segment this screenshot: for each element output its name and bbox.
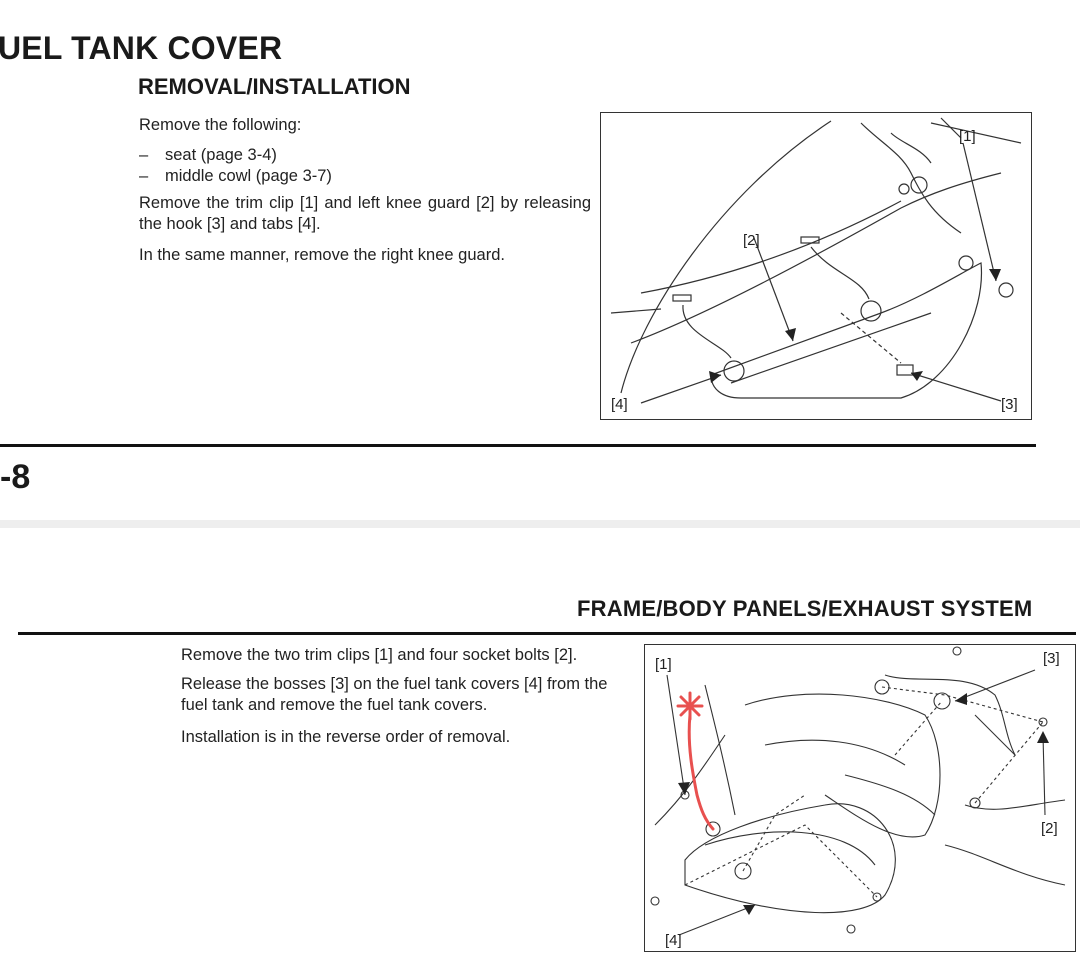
list-item-text: seat (page 3-4) — [165, 146, 277, 164]
callout-4: [4] — [665, 932, 682, 949]
knee-guard-diagram: [1] [2] [3] [4] — [610, 117, 1022, 413]
lower-manual-page — [0, 528, 1080, 956]
callout-2: [2] — [1041, 820, 1058, 837]
callout-4: [4] — [611, 396, 628, 413]
section-header: FRAME/BODY PANELS/EXHAUST SYSTEM — [577, 596, 1033, 621]
list-item: –middle cowl (page 3-7) — [139, 166, 332, 187]
red-annotation-mark — [676, 691, 715, 831]
page-rule — [0, 444, 1036, 447]
chapter-title: UEL TANK COVER — [0, 30, 283, 66]
knee-guard-figure: [1] [2] [3] [4] — [600, 112, 1032, 420]
callout-1: [1] — [959, 128, 976, 145]
fuel-tank-cover-figure: [1] [2] [3] [4] — [644, 644, 1076, 952]
removal-list: –seat (page 3-4) –middle cowl (page 3-7) — [139, 145, 332, 187]
instruction-paragraph: Release the bosses [3] on the fuel tank … — [181, 675, 608, 714]
instruction-paragraph: In the same manner, remove the right kne… — [139, 246, 505, 264]
callout-1: [1] — [655, 656, 672, 673]
list-dash: – — [139, 167, 149, 185]
instruction-paragraph: Installation is in the reverse order of … — [181, 728, 511, 746]
section-rule — [18, 632, 1076, 635]
list-dash: – — [139, 146, 149, 164]
page-number: -8 — [0, 458, 31, 496]
intro-text: Remove the following: — [139, 116, 302, 134]
callout-2: [2] — [743, 232, 760, 249]
instruction-paragraph: Remove the two trim clips [1] and four s… — [181, 646, 578, 664]
upper-manual-page — [0, 0, 1080, 520]
fuel-tank-cover-diagram: [1] [2] [3] [4] — [650, 646, 1066, 949]
list-item: –seat (page 3-4) — [139, 145, 332, 166]
instruction-paragraph: Remove the trim clip [1] and left knee g… — [139, 194, 591, 233]
page-separator — [0, 520, 1080, 528]
section-title: REMOVAL/INSTALLATION — [138, 74, 411, 99]
callout-3: [3] — [1001, 396, 1018, 413]
list-item-text: middle cowl (page 3-7) — [165, 167, 332, 185]
callout-3: [3] — [1043, 650, 1060, 667]
